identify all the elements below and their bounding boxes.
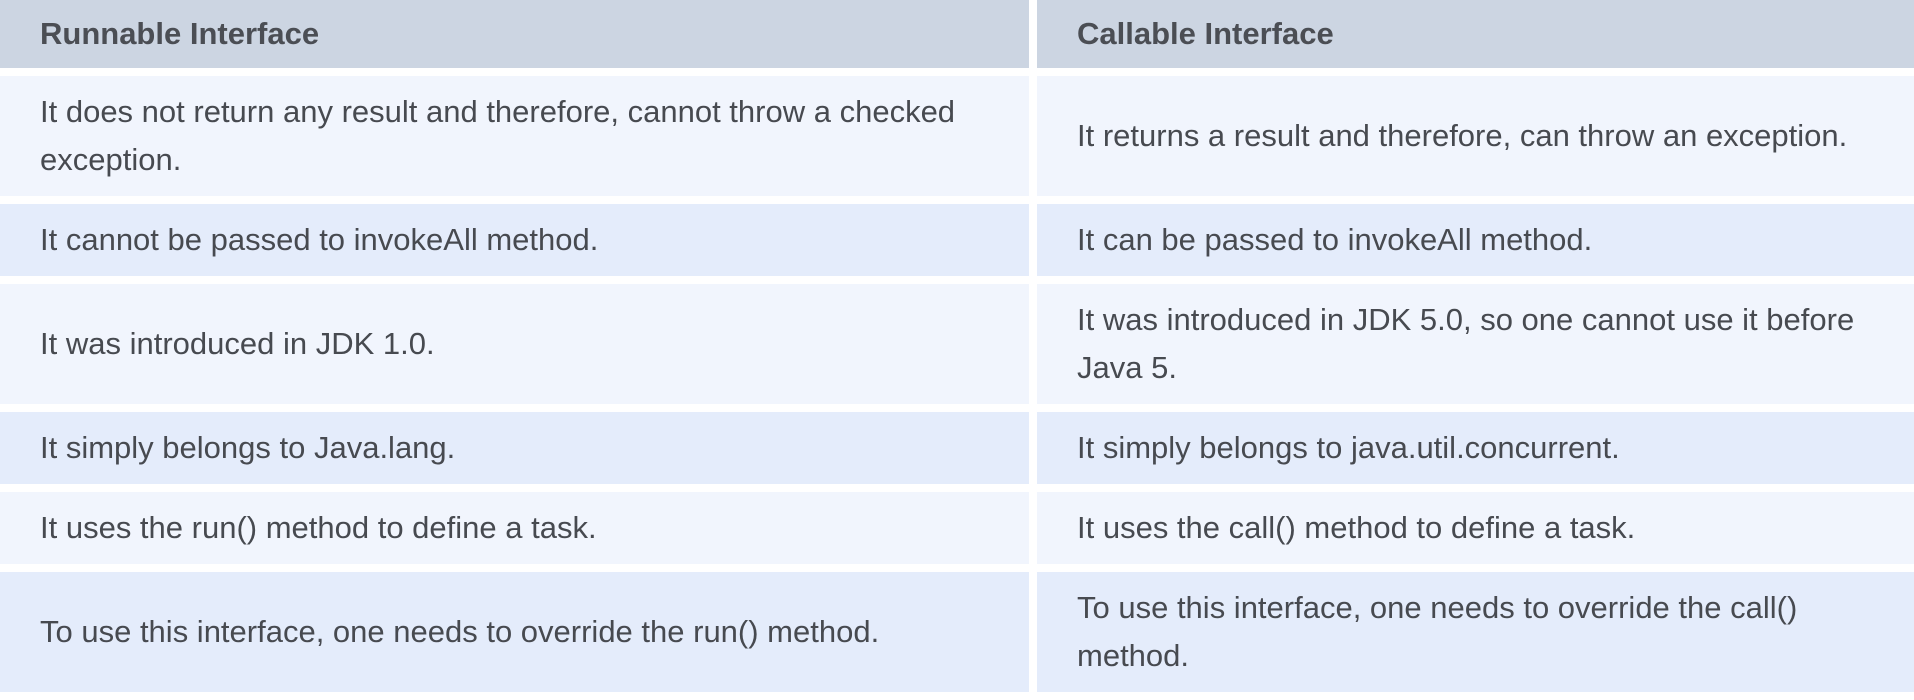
callable-cell: It can be passed to invokeAll method. xyxy=(1037,204,1914,276)
callable-cell: It was introduced in JDK 5.0, so one can… xyxy=(1037,284,1914,404)
table-row: It cannot be passed to invokeAll method.… xyxy=(0,204,1914,276)
runnable-cell: It uses the run() method to define a tas… xyxy=(0,492,1029,564)
runnable-cell: It was introduced in JDK 1.0. xyxy=(0,284,1029,404)
runnable-cell: It does not return any result and theref… xyxy=(0,76,1029,196)
table-row: To use this interface, one needs to over… xyxy=(0,572,1914,692)
table-row: It simply belongs to Java.lang. It simpl… xyxy=(0,412,1914,484)
callable-cell: It simply belongs to java.util.concurren… xyxy=(1037,412,1914,484)
table-row: It does not return any result and theref… xyxy=(0,76,1914,196)
header-callable: Callable Interface xyxy=(1037,0,1914,68)
callable-cell: It uses the call() method to define a ta… xyxy=(1037,492,1914,564)
runnable-cell: It cannot be passed to invokeAll method. xyxy=(0,204,1029,276)
runnable-cell: To use this interface, one needs to over… xyxy=(0,572,1029,692)
table-header-row: Runnable Interface Callable Interface xyxy=(0,0,1914,68)
callable-cell: To use this interface, one needs to over… xyxy=(1037,572,1914,692)
callable-cell: It returns a result and therefore, can t… xyxy=(1037,76,1914,196)
runnable-cell: It simply belongs to Java.lang. xyxy=(0,412,1029,484)
table-row: It was introduced in JDK 1.0. It was int… xyxy=(0,284,1914,404)
table-row: It uses the run() method to define a tas… xyxy=(0,492,1914,564)
header-runnable: Runnable Interface xyxy=(0,0,1029,68)
